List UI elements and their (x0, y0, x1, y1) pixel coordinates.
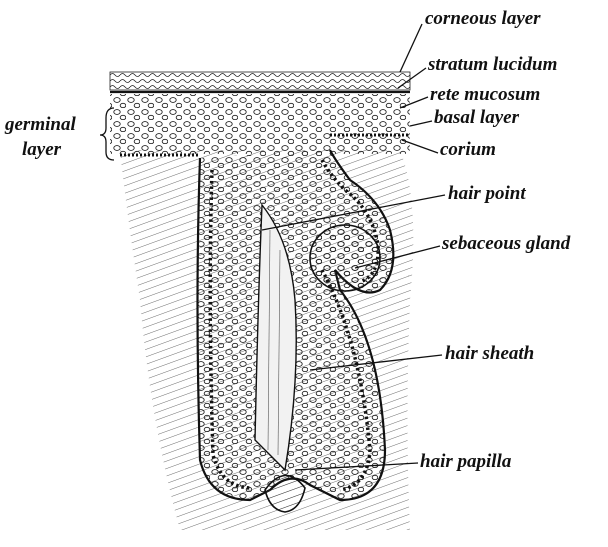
label-germinal-layer-1: germinal (4, 114, 76, 135)
label-hair-point: hair point (448, 183, 526, 204)
corneous-layer-band (110, 72, 410, 90)
rete-mucosum-band (110, 94, 410, 154)
label-basal-layer: basal layer (434, 107, 520, 128)
leader-basal-layer (410, 121, 432, 126)
label-germinal-layer-2: layer (22, 139, 62, 160)
label-hair-sheath: hair sheath (445, 343, 534, 364)
label-hair-papilla: hair papilla (420, 451, 512, 472)
label-stratum-lucidum: stratum lucidum (427, 54, 557, 75)
epidermis-layers (110, 72, 410, 155)
leader-corneous-layer (400, 24, 422, 72)
sebaceous-gland (310, 225, 380, 291)
label-corium: corium (440, 139, 496, 160)
label-rete-mucosum: rete mucosum (430, 84, 540, 105)
label-sebaceous-gland: sebaceous gland (441, 233, 571, 254)
label-corneous-layer: corneous layer (425, 8, 541, 29)
